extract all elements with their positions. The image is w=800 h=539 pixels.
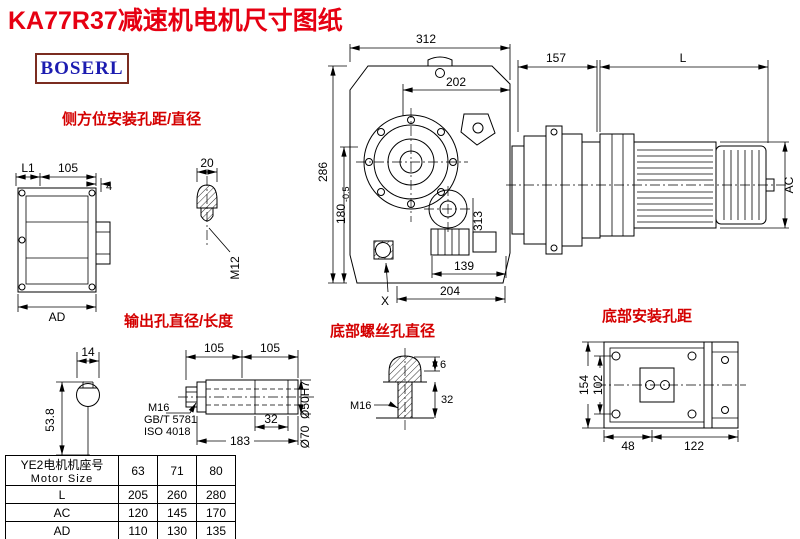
table-row-ac: AC 120 145 170: [5, 503, 236, 522]
label-bottom-screw: 底部螺丝孔直径: [330, 323, 436, 340]
table-header-row: YE2电机机座号 Motor Size 63 71 80: [5, 455, 236, 486]
nameplate: [430, 228, 470, 256]
row-label-ac: AC: [5, 503, 119, 522]
table-cell: 280: [196, 485, 236, 504]
table-header-cn: YE2电机机座号: [20, 458, 104, 472]
dim-122: 122: [684, 439, 704, 453]
output-boss: [95, 221, 111, 265]
dim-180-tolerance: -0.5: [341, 186, 351, 202]
table-cell: 135: [196, 521, 236, 539]
note-m16: M16: [148, 402, 169, 414]
row-label-ad: AD: [5, 521, 119, 539]
boserl-logo: BOSERL: [35, 53, 129, 84]
dim-286: 286: [316, 162, 330, 182]
table-header-en: Motor Size: [30, 473, 94, 485]
dim-4: 4: [106, 181, 112, 193]
side-mount-plug-detail: 20 M12: [196, 156, 242, 280]
dim-105-b: 105: [260, 341, 280, 355]
table-cell: 170: [196, 503, 236, 522]
side-view-outline: [17, 187, 97, 293]
dim-313: 313: [471, 211, 485, 231]
motor-size-table: YE2电机机座号 Motor Size 63 71 80 L 205 260 2…: [5, 455, 236, 539]
bolt-hole: [18, 283, 26, 291]
dim-180: 180 -0.5: [334, 186, 351, 224]
bolt-hole: [18, 236, 26, 244]
dim-204: 204: [440, 284, 460, 298]
dim-14: 14: [81, 345, 95, 359]
dim-x-mark: X: [381, 294, 389, 308]
dim-l1: L1: [21, 161, 35, 175]
table-cell: 205: [118, 485, 158, 504]
table-size-63: 63: [118, 455, 158, 486]
bolt-hole: [88, 283, 96, 291]
dim-53-8: 53.8: [43, 408, 57, 432]
dim-139: 139: [454, 259, 474, 273]
dim-ac: AC: [782, 176, 796, 193]
dim-105-a: 105: [204, 341, 224, 355]
bore-section: [76, 383, 100, 407]
side-view-gearbox: L1 105 4 AD: [15, 161, 112, 324]
dim-183: 183: [230, 434, 250, 448]
dim-dia-50: Ø50H7: [298, 381, 312, 419]
table-cell: 145: [157, 503, 197, 522]
table-cell: 130: [157, 521, 197, 539]
table-size-71: 71: [157, 455, 197, 486]
table-row-l: L 205 260 280: [5, 485, 236, 504]
dim-48: 48: [621, 439, 635, 453]
dim-105-side: 105: [58, 161, 78, 175]
dim-m12: M12: [228, 256, 242, 280]
dim-m16-screw: M16: [350, 400, 371, 412]
label-output-hole: 输出孔直径/长度: [124, 313, 234, 330]
dim-32-screw: 32: [441, 394, 453, 406]
mount-hole: [611, 351, 621, 361]
dim-157: 157: [546, 51, 566, 65]
table-cell: 120: [118, 503, 158, 522]
row-label-l: L: [5, 485, 119, 504]
table-cell: 260: [157, 485, 197, 504]
mount-hole: [687, 351, 697, 361]
page-title: KA77R37减速机电机尺寸图纸: [8, 7, 343, 35]
bolt-hole: [88, 189, 96, 197]
boserl-logo-text: BOSERL: [40, 57, 124, 79]
table-row-ad: AD 110 130 135: [5, 521, 236, 539]
dim-154: 154: [577, 375, 591, 395]
dim-dia-70: Ø70: [298, 425, 312, 448]
dim-202: 202: [446, 75, 466, 89]
dim-180-value: 180: [334, 204, 348, 224]
note-iso-4018: ISO 4018: [144, 426, 190, 438]
dim-312: 312: [416, 32, 436, 46]
dim-20: 20: [200, 156, 214, 170]
output-shaft-detail: 105 105 M16 GB/T 5781 ISO 4018 32: [144, 341, 314, 448]
corner-tab: [460, 113, 496, 146]
input-flange: [545, 125, 563, 255]
housing-outline: [349, 65, 511, 284]
dim-32-output: 32: [264, 412, 278, 426]
label-bottom-mount: 底部安装孔距: [602, 308, 693, 325]
label-side-mount-holes: 侧方位安装孔距/直径: [62, 111, 202, 128]
mount-hole: [687, 409, 697, 419]
mount-hole: [611, 409, 621, 419]
motor-side-view: 157 L: [506, 51, 796, 255]
front-view: 312 202 286 180 -0.5 313 139 204: [316, 32, 511, 308]
bottom-screw-detail: 6 32 M16: [350, 348, 453, 432]
table-cell: 110: [118, 521, 158, 539]
dim-102: 102: [591, 375, 605, 395]
bottom-mount-view: 154 102 48 122: [577, 341, 746, 453]
dim-motor-l: L: [680, 51, 687, 65]
dim-ad: AD: [49, 310, 66, 324]
keyway-section-detail: 14 53.8: [43, 345, 100, 458]
note-gbt-5781: GB/T 5781: [144, 414, 197, 426]
dim-6: 6: [440, 359, 446, 371]
table-header-motor-size: YE2电机机座号 Motor Size: [5, 455, 119, 486]
table-size-80: 80: [196, 455, 236, 486]
bolt-hole: [18, 189, 26, 197]
